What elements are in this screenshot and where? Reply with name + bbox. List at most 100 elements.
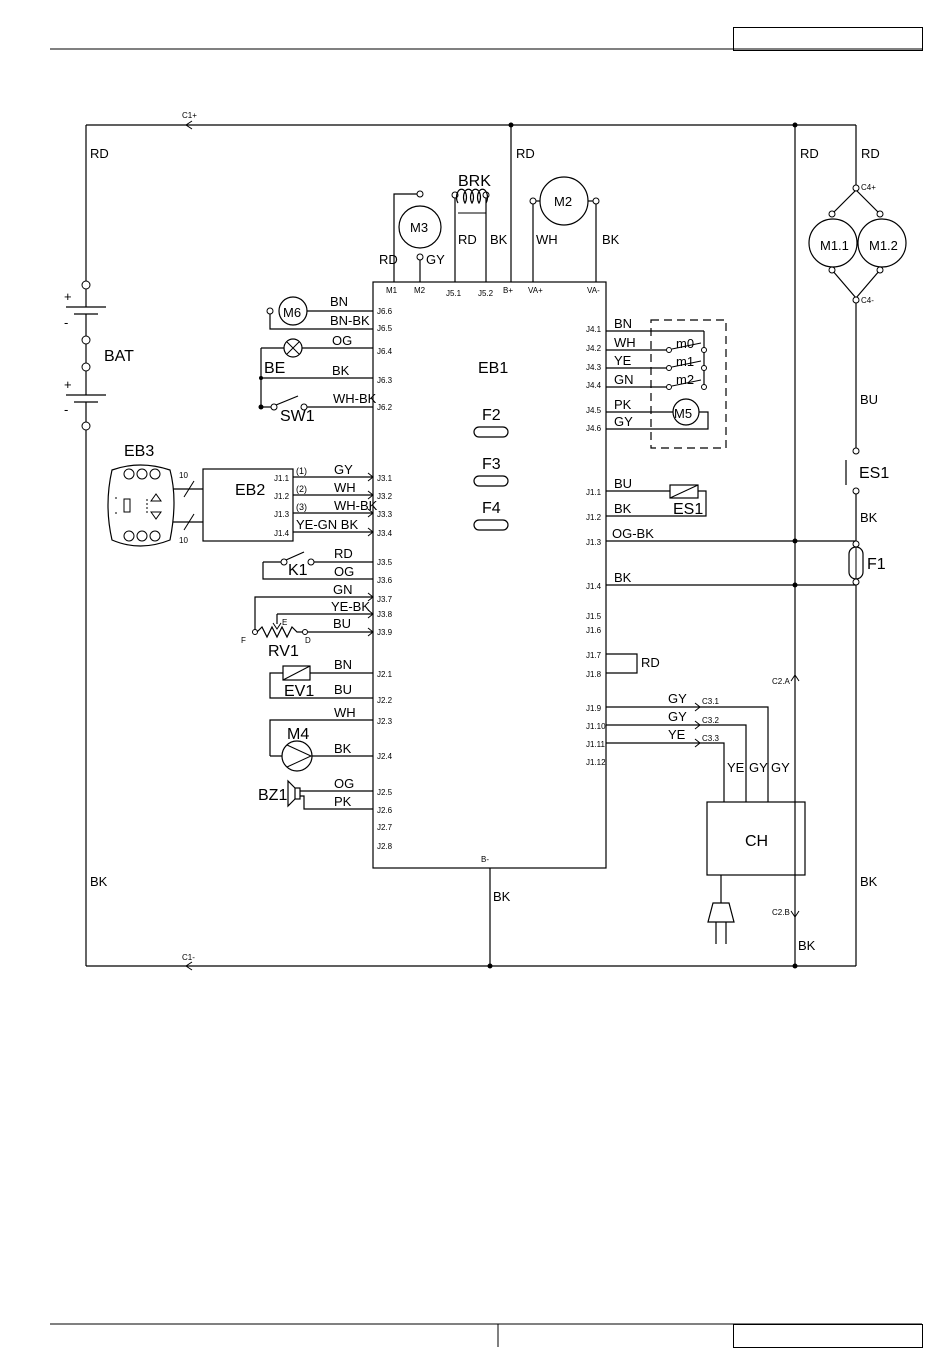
wire-color-og: OG bbox=[334, 564, 354, 579]
charger-wires bbox=[606, 702, 769, 802]
wire-color-wh: WH bbox=[536, 232, 558, 247]
svg-text:J1.4: J1.4 bbox=[586, 582, 602, 591]
wire-color-bn: BN bbox=[334, 657, 352, 672]
bat-minus-sign: - bbox=[64, 315, 68, 330]
wire-color-gn: GN bbox=[333, 582, 353, 597]
eb2-pin: J1.3 bbox=[274, 510, 290, 519]
f2-label: F2 bbox=[482, 407, 501, 424]
bat-label: BAT bbox=[104, 348, 134, 365]
c2a-label: C2.A bbox=[772, 677, 790, 686]
eb2-board bbox=[202, 468, 294, 542]
pin-top: J5.2 bbox=[478, 289, 494, 298]
svg-text:J1.10: J1.10 bbox=[586, 722, 606, 731]
wire-color-rd: RD bbox=[641, 655, 660, 670]
cable-count: 10 bbox=[179, 536, 188, 545]
c1-minus-label: C1- bbox=[182, 953, 195, 962]
c1-plus-label: C1+ bbox=[182, 111, 197, 120]
svg-text:J6.3: J6.3 bbox=[377, 376, 393, 385]
wire-color-bu: BU bbox=[334, 682, 352, 697]
svg-text:J2.2: J2.2 bbox=[377, 696, 393, 705]
right-pin-labels: J4.1 J4.2 J4.3 J4.4 J4.5 J4.6 J1.1 J1.2 … bbox=[586, 325, 606, 767]
svg-text:J2.5: J2.5 bbox=[377, 788, 393, 797]
svg-text:J1.3: J1.3 bbox=[586, 538, 602, 547]
wire-color-rd: RD bbox=[334, 546, 353, 561]
wire-color-rd: RD bbox=[458, 232, 477, 247]
svg-text:J3.8: J3.8 bbox=[377, 610, 393, 619]
svg-text:J1.12: J1.12 bbox=[586, 758, 606, 767]
eb2-eb1-wires bbox=[293, 472, 374, 537]
eb1-label: EB1 bbox=[478, 360, 508, 377]
wire-color-ye: YE bbox=[668, 727, 686, 742]
m4-label: M4 bbox=[287, 726, 309, 743]
eb2-pin: J1.4 bbox=[274, 529, 290, 538]
wire-color-bu: BU bbox=[860, 392, 878, 407]
svg-text:J6.6: J6.6 bbox=[377, 307, 393, 316]
wire-color-wh-bk: WH-BK bbox=[333, 391, 377, 406]
svg-text:J1.2: J1.2 bbox=[586, 513, 602, 522]
pin-top: B+ bbox=[503, 286, 513, 295]
remote-eb3 bbox=[107, 464, 175, 547]
wire-color-gy: GY bbox=[426, 252, 445, 267]
fuse-f1-wires bbox=[606, 538, 860, 588]
m2-switch-label: m2 bbox=[676, 372, 694, 387]
svg-text:J1.6: J1.6 bbox=[586, 626, 602, 635]
svg-text:J4.4: J4.4 bbox=[586, 381, 602, 390]
svg-text:J1.11: J1.11 bbox=[586, 740, 606, 749]
eb2-pin: J1.1 bbox=[274, 474, 290, 483]
left-pin-labels: J6.6 J6.5 J6.4 J6.3 J6.2 J3.1 J3.2 J3.3 … bbox=[377, 307, 393, 851]
eb2-index: (2) bbox=[296, 484, 307, 494]
eb2-pin: J1.2 bbox=[274, 492, 290, 501]
bat-plus-sign: + bbox=[64, 289, 72, 304]
fuse-f4-symbol bbox=[473, 519, 509, 531]
eb2-index: (3) bbox=[296, 502, 307, 512]
svg-text:J1.5: J1.5 bbox=[586, 612, 602, 621]
pump-m4-symbol bbox=[269, 719, 373, 772]
pin-top: VA- bbox=[587, 286, 600, 295]
switch-sw1-symbol bbox=[258, 395, 373, 411]
brake-brk-symbol bbox=[451, 188, 490, 282]
wire-color-pk: PK bbox=[614, 397, 632, 412]
motor-bridge bbox=[808, 184, 907, 304]
m1-1-label: M1.1 bbox=[820, 238, 849, 253]
wire-color-bk: BK bbox=[860, 510, 878, 525]
selector-dashed-box bbox=[650, 319, 727, 449]
ev1-label: EV1 bbox=[284, 683, 314, 700]
svg-text:J3.2: J3.2 bbox=[377, 492, 393, 501]
svg-text:J2.6: J2.6 bbox=[377, 806, 393, 815]
wire-color-bn: BN bbox=[614, 316, 632, 331]
wire-color-pk: PK bbox=[334, 794, 352, 809]
es1-coil-label: ES1 bbox=[673, 501, 703, 518]
wire-color-bk: BK bbox=[860, 874, 878, 889]
f4-label: F4 bbox=[482, 500, 501, 517]
bat-plus-sign: + bbox=[64, 377, 72, 392]
svg-text:J3.4: J3.4 bbox=[377, 529, 393, 538]
header-ref-box bbox=[733, 27, 923, 51]
svg-text:J3.7: J3.7 bbox=[377, 595, 393, 604]
sw1-label: SW1 bbox=[280, 408, 315, 425]
wire-color-bu: BU bbox=[333, 616, 351, 631]
wire-color-bk: BK bbox=[90, 874, 108, 889]
es1-switch-label: ES1 bbox=[859, 465, 889, 482]
svg-text:J6.5: J6.5 bbox=[377, 324, 393, 333]
wire-color-wh: WH bbox=[334, 480, 356, 495]
wire-color-rd: RD bbox=[516, 146, 535, 161]
wire-color-gy: GY bbox=[749, 760, 768, 775]
wire-color-bk: BK bbox=[493, 889, 511, 904]
svg-text:J2.3: J2.3 bbox=[377, 717, 393, 726]
m6-label: M6 bbox=[283, 305, 301, 320]
m1-switch-label: m1 bbox=[676, 354, 694, 369]
f3-label: F3 bbox=[482, 456, 501, 473]
wire-color-og-bk: OG-BK bbox=[612, 526, 654, 541]
ch-pin: C3.1 bbox=[702, 697, 719, 706]
power-loop bbox=[85, 120, 857, 971]
wire-color-bn: BN bbox=[330, 294, 348, 309]
wire-color-ye-gn-bk: YE-GN BK bbox=[296, 517, 358, 532]
m3-label: M3 bbox=[410, 220, 428, 235]
wire-color-bk: BK bbox=[490, 232, 508, 247]
svg-text:J3.5: J3.5 bbox=[377, 558, 393, 567]
wire-color-bk: BK bbox=[614, 570, 632, 585]
wire-color-og: OG bbox=[334, 776, 354, 791]
brk-label: BRK bbox=[458, 173, 491, 190]
wire-color-gy: GY bbox=[668, 691, 687, 706]
wire-color-wh: WH bbox=[334, 705, 356, 720]
